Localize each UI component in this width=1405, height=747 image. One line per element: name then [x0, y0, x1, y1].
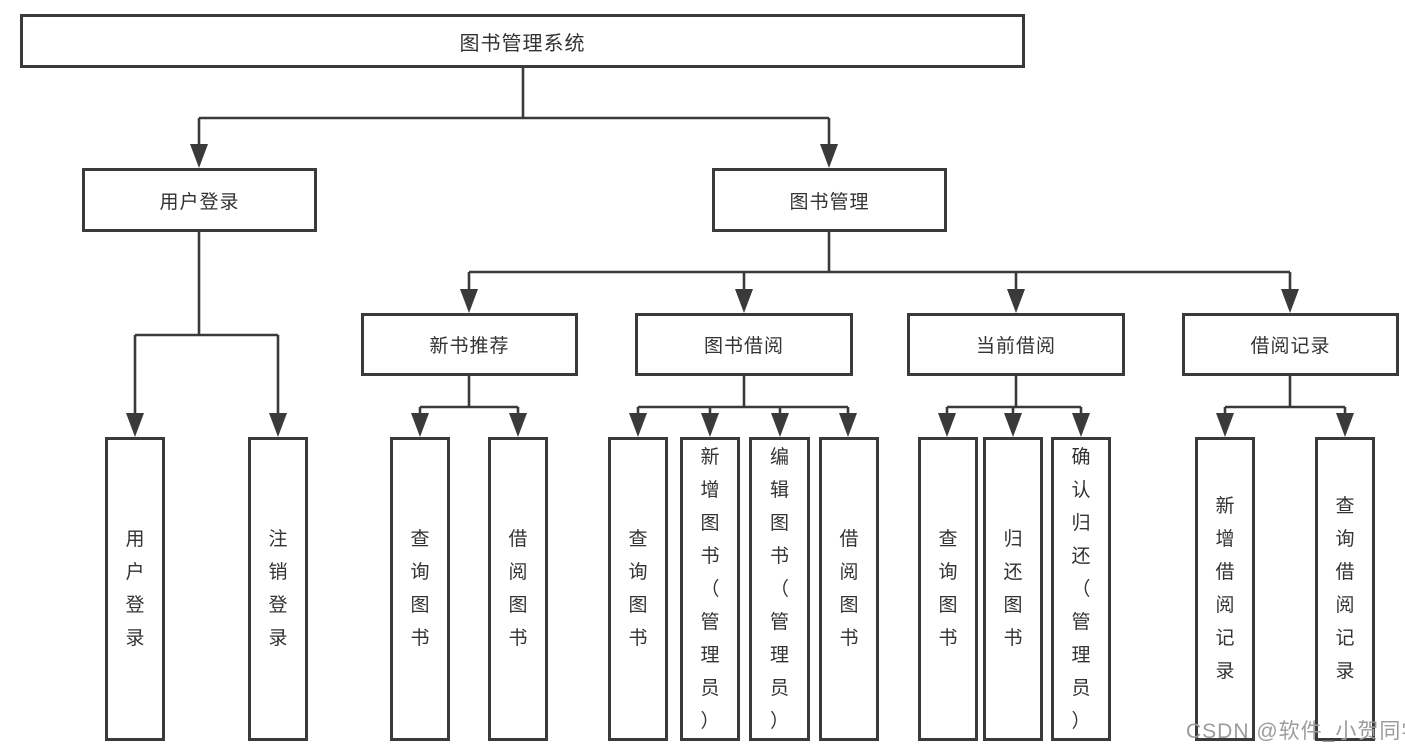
connector-book-management-children	[460, 232, 1299, 313]
leaf-add-books-admin: 新增图书（管理员）	[680, 437, 740, 741]
arrow-down-icon	[1072, 413, 1090, 437]
arrow-down-icon	[509, 413, 527, 437]
arrow-down-icon	[938, 413, 956, 437]
leaf-query-books-recommend-label: 查询图书	[410, 529, 430, 649]
leaf-return-books-label: 归还图书	[1003, 529, 1023, 649]
arrow-down-icon	[771, 413, 789, 437]
arrow-down-icon	[269, 413, 287, 437]
leaf-query-books-current: 查询图书	[918, 437, 978, 741]
arrow-down-icon	[839, 413, 857, 437]
leaf-borrow-books-recommend-label: 借阅图书	[508, 529, 528, 649]
leaf-add-books-admin-label: 新增图书（管理员）	[700, 446, 720, 732]
arrow-down-icon	[1007, 289, 1025, 313]
leaf-query-books-current-label: 查询图书	[938, 529, 958, 649]
node-borrow-records: 借阅记录	[1182, 313, 1399, 376]
node-book-management: 图书管理	[712, 168, 947, 232]
leaf-logout-login-label: 注销登录	[268, 529, 288, 649]
node-book-borrowing: 图书借阅	[635, 313, 853, 376]
connector-root-to-level2	[190, 68, 838, 168]
leaf-add-borrow-record-label: 新增借阅记录	[1215, 496, 1235, 682]
arrow-down-icon	[1216, 413, 1234, 437]
node-current-borrowing-label: 当前借阅	[975, 336, 1056, 357]
connector-user-login-children	[126, 232, 287, 437]
arrow-down-icon	[1004, 413, 1022, 437]
leaf-confirm-return-admin: 确认归还（管理员）	[1051, 437, 1111, 741]
arrow-down-icon	[735, 289, 753, 313]
leaf-borrow-books-borrowing-label: 借阅图书	[839, 529, 859, 649]
node-new-book-recommend-label: 新书推荐	[429, 336, 510, 357]
node-book-management-label: 图书管理	[789, 191, 870, 213]
leaf-add-borrow-record: 新增借阅记录	[1195, 437, 1255, 741]
leaf-confirm-return-admin-label: 确认归还（管理员）	[1071, 446, 1091, 732]
node-user-login: 用户登录	[82, 168, 317, 232]
leaf-borrow-books-borrowing: 借阅图书	[819, 437, 879, 741]
connector-borrow-records-children	[1216, 376, 1354, 437]
connector-current-borrowing-children	[938, 376, 1090, 437]
leaf-query-borrow-record-label: 查询借阅记录	[1335, 496, 1355, 682]
leaf-edit-books-admin: 编辑图书（管理员）	[749, 437, 810, 741]
leaf-query-borrow-record: 查询借阅记录	[1315, 437, 1375, 741]
arrow-down-icon	[126, 413, 144, 437]
leaf-query-books-borrowing: 查询图书	[608, 437, 668, 741]
connector-book-borrowing-children	[629, 376, 857, 437]
node-new-book-recommend: 新书推荐	[361, 313, 578, 376]
leaf-return-books: 归还图书	[983, 437, 1043, 741]
node-borrow-records-label: 借阅记录	[1250, 336, 1331, 357]
arrow-down-icon	[460, 289, 478, 313]
node-current-borrowing: 当前借阅	[907, 313, 1125, 376]
arrow-down-icon	[1336, 413, 1354, 437]
node-user-login-label: 用户登录	[159, 191, 240, 213]
arrow-down-icon	[1281, 289, 1299, 313]
node-root-label: 图书管理系统	[459, 32, 586, 55]
leaf-query-books-recommend: 查询图书	[390, 437, 450, 741]
leaf-edit-books-admin-label: 编辑图书（管理员）	[769, 446, 789, 732]
leaf-borrow-books-recommend: 借阅图书	[488, 437, 548, 741]
arrow-down-icon	[820, 144, 838, 168]
connector-new-book-recommend-children	[411, 376, 527, 437]
arrow-down-icon	[411, 413, 429, 437]
arrow-down-icon	[701, 413, 719, 437]
leaf-user-login-label: 用户登录	[125, 529, 145, 649]
node-book-borrowing-label: 图书借阅	[703, 336, 784, 357]
leaf-user-login: 用户登录	[105, 437, 165, 741]
node-root: 图书管理系统	[20, 14, 1025, 68]
arrow-down-icon	[629, 413, 647, 437]
arrow-down-icon	[190, 144, 208, 168]
csdn-watermark: CSDN @软件_小贺同学	[1186, 720, 1405, 743]
leaf-logout-login: 注销登录	[248, 437, 308, 741]
leaf-query-books-borrowing-label: 查询图书	[628, 529, 648, 649]
